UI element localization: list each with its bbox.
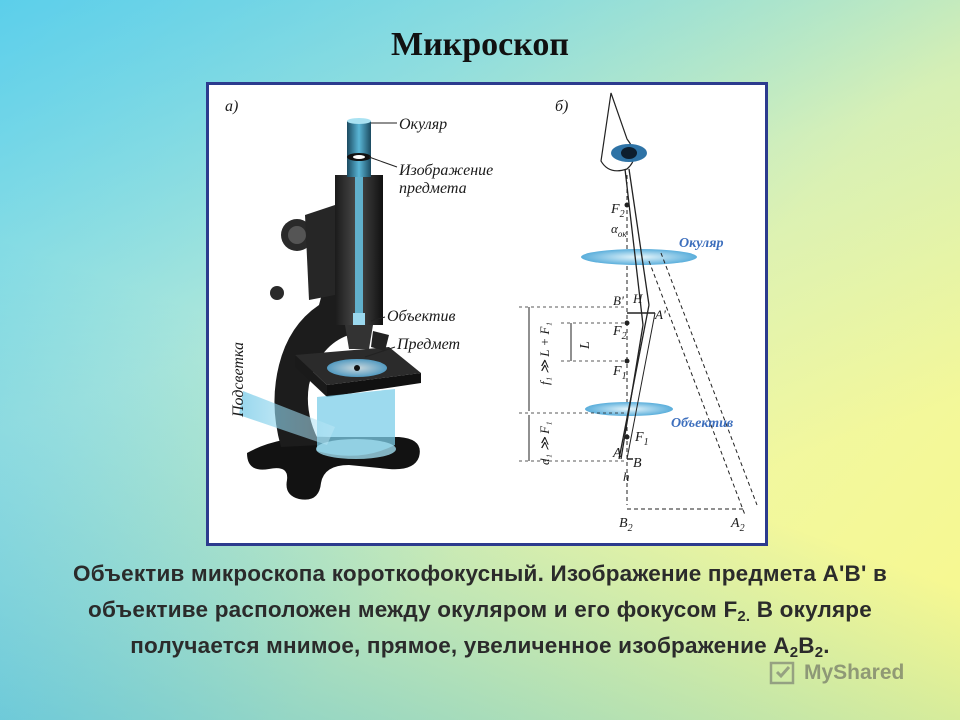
- stage-front: [327, 373, 421, 397]
- label-b2: B2: [619, 516, 633, 534]
- label-a-prime: A': [654, 307, 666, 322]
- slide-caption: Объектив микроскопа короткофокусный. Изо…: [40, 556, 920, 664]
- image-pointer: [368, 156, 398, 168]
- virtual-ray-2: [660, 252, 758, 506]
- eyepiece-top: [347, 118, 371, 124]
- caption-sub3: 2: [814, 644, 824, 661]
- label-h: H: [632, 291, 643, 306]
- label-image-line2: предмета: [399, 180, 467, 197]
- point-f1-low: [624, 434, 630, 440]
- panel-b-label: б): [555, 98, 568, 115]
- panel-a-label: а): [225, 98, 238, 115]
- microscope-figure: а): [206, 82, 768, 546]
- slide-title: Микроскоп: [390, 26, 569, 63]
- label-f1-relation: f₁ ≫ L + F₁: [537, 322, 552, 385]
- point-f2-mid: [624, 320, 630, 326]
- label-illumination: Подсветка: [230, 342, 247, 418]
- eyepiece-tube: [347, 121, 371, 177]
- label-eyepiece-b: Окуляр: [679, 236, 723, 251]
- watermark-logo-icon: [769, 661, 795, 685]
- virtual-ray-1: [648, 260, 746, 516]
- objective-pointer: [370, 316, 386, 322]
- label-objective-b: Объектив: [671, 416, 734, 431]
- figure-svg: а): [225, 92, 758, 534]
- specimen-dot: [354, 365, 360, 371]
- image-plane: [353, 155, 365, 159]
- label-f2-mid: F2: [612, 324, 627, 342]
- eye-pupil: [621, 147, 637, 159]
- ray-3: [628, 168, 650, 306]
- caption-sub1: 2.: [737, 608, 751, 625]
- ray-5: [626, 312, 656, 460]
- illumination-beam: [239, 391, 335, 445]
- point-f1-mid: [624, 358, 630, 364]
- mirror: [316, 439, 396, 459]
- light-column: [355, 177, 363, 327]
- caption-part3: B: [798, 633, 815, 658]
- fine-knob: [270, 286, 284, 300]
- label-a: A: [612, 446, 622, 461]
- caption-part1: Объектив микроскопа короткофокусный. Изо…: [73, 561, 887, 622]
- label-object: Предмет: [396, 336, 460, 353]
- label-objective: Объектив: [387, 308, 455, 325]
- point-f2-top: [624, 202, 630, 208]
- stage-side: [295, 355, 327, 397]
- watermark: MyShared: [768, 656, 904, 690]
- label-f2-top: F2: [610, 202, 625, 220]
- ray-4: [624, 168, 644, 326]
- caption-part2: В окуляре получается мнимое, прямое, уве…: [130, 597, 872, 658]
- objective-lens: [345, 325, 373, 349]
- eyepiece-lens-b: [581, 249, 697, 265]
- condenser-glass: [317, 389, 395, 456]
- label-eyepiece: Окуляр: [399, 116, 447, 133]
- focus-knob-center: [288, 226, 306, 244]
- label-image-line1: Изображение: [398, 162, 493, 179]
- watermark-text: MyShared: [804, 661, 905, 684]
- caption-part4: .: [823, 633, 830, 658]
- object-pointer: [364, 346, 396, 358]
- label-h-small: h: [623, 469, 630, 484]
- arm-block: [305, 205, 335, 300]
- caption-sub2: 2: [789, 644, 799, 661]
- label-f1-low: F1: [634, 430, 649, 448]
- label-b: B: [633, 456, 642, 471]
- label-L: L: [578, 341, 593, 350]
- label-alpha: αок: [611, 221, 627, 239]
- label-f1-mid: F1: [612, 364, 627, 382]
- second-objective: [371, 331, 389, 351]
- label-a2: A2: [730, 516, 745, 534]
- label-d1-relation: d₁ ≫ F₁: [537, 421, 552, 465]
- label-b-prime: B': [613, 293, 624, 308]
- objective-glass: [353, 313, 365, 325]
